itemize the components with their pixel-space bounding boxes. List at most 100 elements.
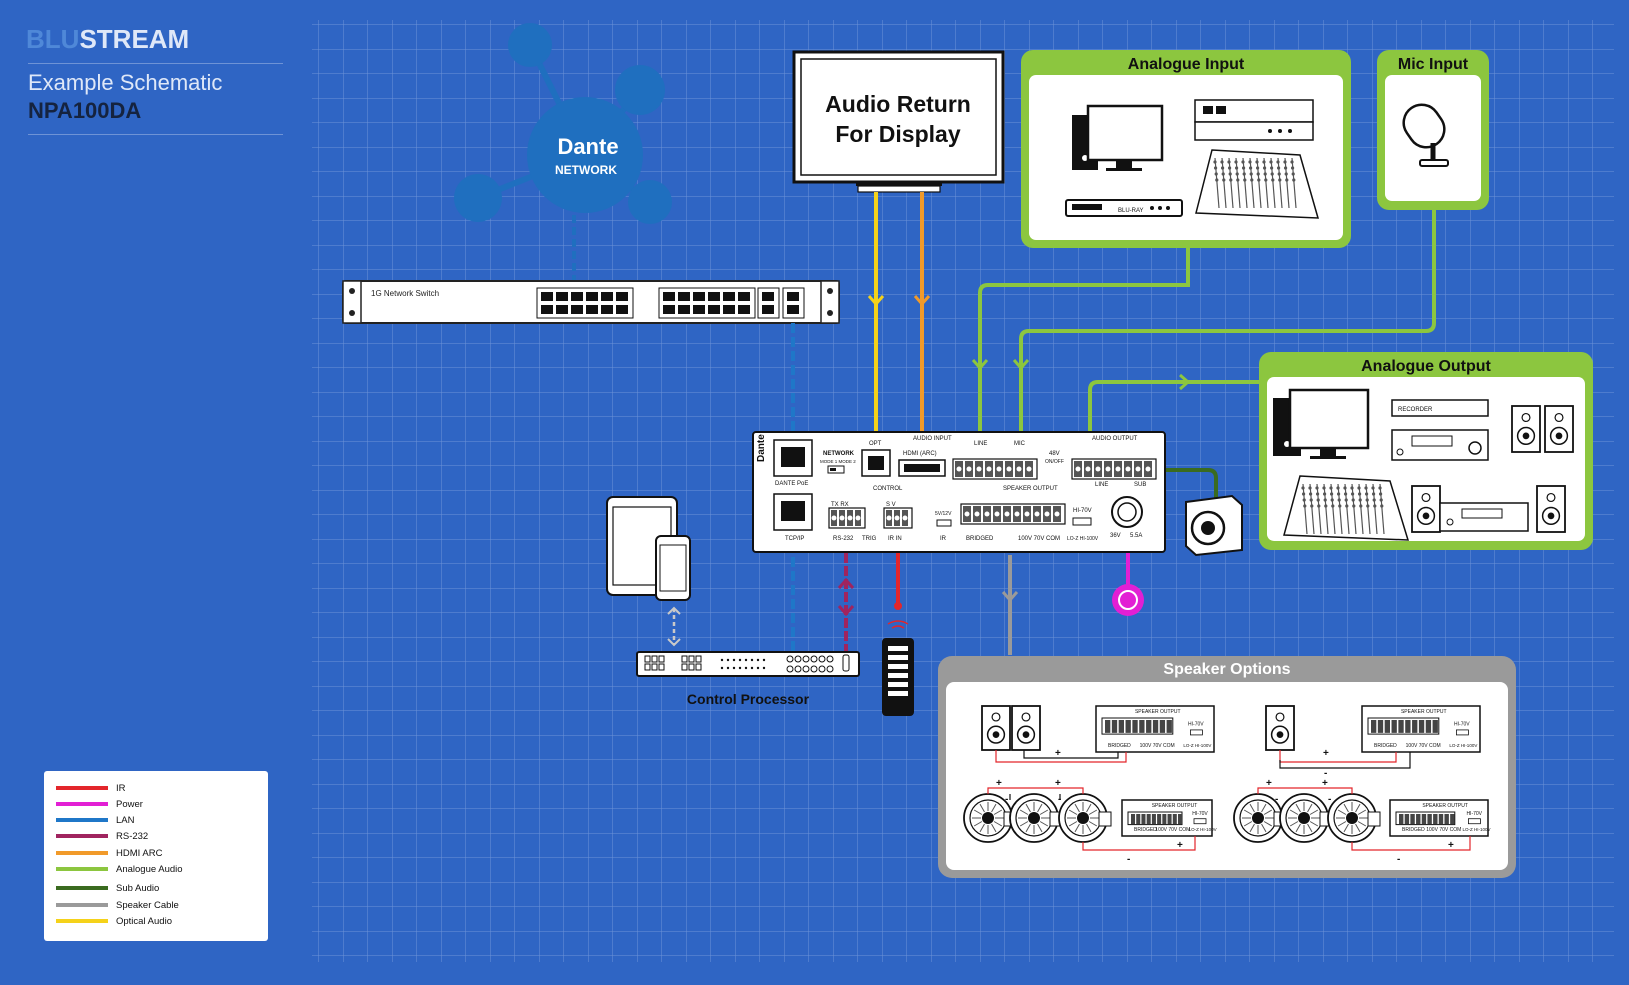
analogue-input-panel: Analogue Input BLU-RAY (1021, 50, 1351, 248)
switch-port[interactable] (571, 305, 583, 314)
switch-port[interactable] (616, 292, 628, 301)
spk-plus-label: + (1266, 778, 1272, 789)
stereo-amplifier-icon (1439, 502, 1529, 532)
switch-port[interactable] (678, 292, 690, 301)
control-port[interactable] (810, 655, 818, 663)
switch-port[interactable] (601, 305, 613, 314)
switch-port[interactable] (556, 292, 568, 301)
legend-item: Optical Audio (56, 914, 172, 928)
control-port[interactable] (658, 663, 665, 671)
spk-minus-label: - (1324, 768, 1327, 779)
legend-swatch (56, 903, 108, 907)
switch-port[interactable] (541, 292, 553, 301)
cables (667, 192, 1436, 660)
switch-port[interactable] (556, 305, 568, 314)
device-brand: Dante (756, 434, 767, 462)
spk-hi70-label: HI-70V (1466, 811, 1482, 817)
control-port[interactable] (826, 655, 834, 663)
control-port[interactable] (802, 665, 810, 673)
control-port[interactable] (818, 665, 826, 673)
switch-port[interactable] (762, 292, 774, 301)
control-port[interactable] (695, 663, 702, 671)
control-port[interactable] (802, 655, 810, 663)
legend-swatch (56, 867, 108, 871)
legend-label: Speaker Cable (116, 899, 179, 911)
switch-port[interactable] (693, 305, 705, 314)
legend-item: Sub Audio (56, 881, 159, 895)
label-control: CONTROL (873, 486, 903, 492)
switch-port[interactable] (586, 305, 598, 314)
pc-icon (1273, 388, 1370, 459)
av-receiver-icon (1391, 429, 1489, 461)
control-port[interactable] (681, 655, 688, 663)
control-port[interactable] (688, 655, 695, 663)
control-port[interactable] (644, 663, 651, 671)
legend-item: Analogue Audio (56, 862, 183, 876)
switch-port[interactable] (586, 292, 598, 301)
switch-port[interactable] (678, 305, 690, 314)
switch-port[interactable] (787, 305, 799, 314)
switch-port[interactable] (693, 292, 705, 301)
switch-port[interactable] (541, 305, 553, 314)
subwoofer-icon (1185, 494, 1243, 557)
control-port[interactable] (695, 655, 702, 663)
speaker-icon (981, 705, 1011, 751)
control-port[interactable] (644, 655, 651, 663)
spk-output-label: SPEAKER OUTPUT (1401, 709, 1447, 715)
switch-port[interactable] (616, 305, 628, 314)
power-supply-icon (1112, 584, 1144, 616)
switch-port[interactable] (738, 305, 750, 314)
control-port[interactable] (651, 663, 658, 671)
page-title: NPA100DA (28, 98, 142, 123)
legend-item: RS-232 (56, 829, 148, 843)
control-port[interactable] (794, 655, 802, 663)
spk-hi70-label: HI-70V (1454, 721, 1470, 727)
bluray-player-icon: BLU-RAY (1065, 199, 1183, 217)
switch-port[interactable] (601, 292, 613, 301)
analogue-output-title: Analogue Output (1361, 358, 1491, 375)
switch-port[interactable] (787, 292, 799, 301)
control-port[interactable] (810, 665, 818, 673)
spk-minus-label: - (1328, 794, 1331, 805)
label-trig: TRIG (862, 536, 877, 542)
legend-label: LAN (116, 814, 135, 826)
control-port[interactable] (688, 663, 695, 671)
control-port[interactable] (786, 655, 794, 663)
speaker-icon (1011, 705, 1041, 751)
control-port[interactable] (658, 655, 665, 663)
control-port[interactable] (681, 663, 688, 671)
control-port[interactable] (818, 655, 826, 663)
switch-port[interactable] (708, 292, 720, 301)
label-100v-70v-com: 100V 70V COM (1018, 536, 1060, 542)
control-port[interactable] (651, 655, 658, 663)
switch-port[interactable] (663, 292, 675, 301)
control-port[interactable] (826, 665, 834, 673)
label-hdmi-arc: HDMI (ARC) (903, 451, 937, 457)
spk-plus-label: + (1055, 748, 1061, 759)
switch-port[interactable] (663, 305, 675, 314)
ceiling-speaker-icon (1279, 793, 1333, 843)
switch-port[interactable] (738, 292, 750, 301)
control-port[interactable] (786, 665, 794, 673)
switch-port[interactable] (571, 292, 583, 301)
label-on-off: ON/OFF (1045, 459, 1064, 465)
cable-mic-input (1019, 207, 1436, 470)
control-port[interactable] (794, 665, 802, 673)
switch-port[interactable] (708, 305, 720, 314)
switch-port[interactable] (762, 305, 774, 314)
spk-loz-label: LO-Z HI-100V (1189, 827, 1217, 832)
control-processor-label: Control Processor (687, 691, 810, 707)
label-ir: IR (940, 536, 947, 542)
mixing-desk-icon (1195, 149, 1320, 219)
switch-port[interactable] (723, 305, 735, 314)
switch-port[interactable] (723, 292, 735, 301)
label-36v: 36V (1110, 533, 1121, 539)
label-ir-in: IR IN (888, 536, 902, 542)
remote-button (888, 673, 908, 678)
switch-label: 1G Network Switch (371, 289, 439, 298)
